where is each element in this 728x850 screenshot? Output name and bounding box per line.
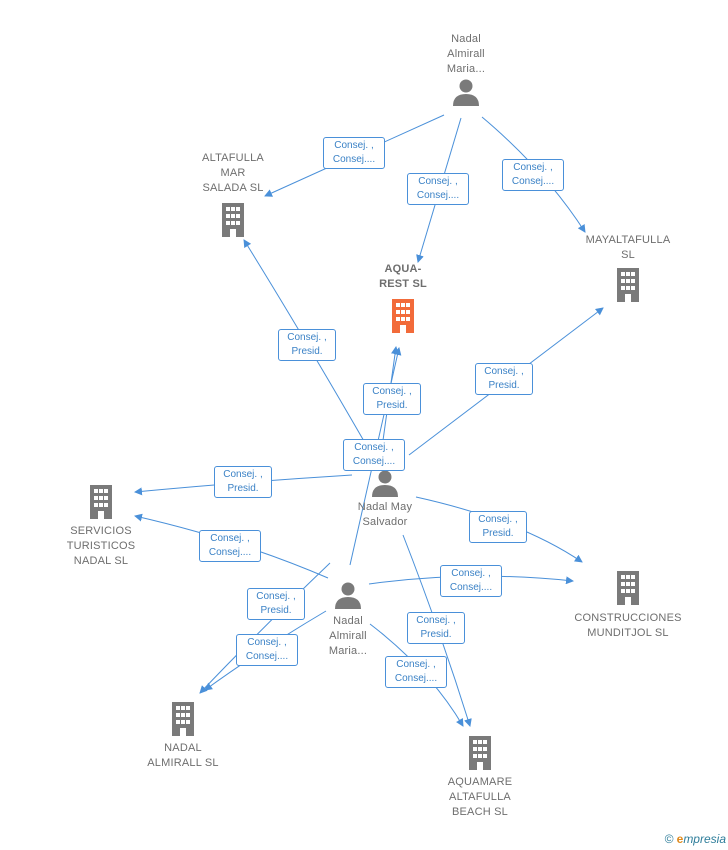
building-icon [617,571,639,605]
relation-label[interactable]: Consej. , Consej.... [323,137,385,169]
building-icon [617,268,639,302]
brand-logo: © empresia [664,832,726,846]
building-icon [90,485,112,519]
node-label: CONSTRUCCIONES MUNDITJOL SL [574,612,682,639]
relation-label[interactable]: Consej. , Presid. [278,329,336,361]
relation-label[interactable]: Consej. , Presid. [469,511,527,543]
building-icon [172,702,194,736]
company-node-construcciones-munditjol[interactable]: CONSTRUCCIONES MUNDITJOL SL [568,570,688,641]
node-label: SERVICIOS TURISTICOS NADAL SL [66,525,136,567]
node-label: AQUAMARE ALTAFULLA BEACH SL [447,776,513,818]
node-label: Nadal May Salvador [357,501,413,528]
person-icon [372,470,398,497]
relation-label[interactable]: Consej. , Consej.... [502,159,564,191]
building-icon [222,203,244,237]
relation-label[interactable]: Consej. , Consej.... [199,530,261,562]
relation-label[interactable]: Consej. , Consej.... [385,656,447,688]
person-node-nadal-almirall-top[interactable]: Nadal Almirall Maria... [428,32,504,107]
relation-label[interactable]: Consej. , Presid. [247,588,305,620]
company-node-mayaltafulla[interactable]: MAYALTAFULLA SL [578,233,678,303]
node-label: Nadal Almirall Maria... [328,615,368,657]
node-label: MAYALTAFULLA SL [585,234,671,261]
person-icon [335,582,361,609]
node-label: NADAL ALMIRALL SL [147,742,219,769]
company-node-servicios-turisticos[interactable]: SERVICIOS TURISTICOS NADAL SL [58,484,144,569]
brand-initial: e [676,832,684,846]
relation-label[interactable]: Consej. , Presid. [214,466,272,498]
company-node-aquamare-altafulla-beach[interactable]: AQUAMARE ALTAFULLA BEACH SL [435,735,525,820]
building-icon [392,299,414,333]
company-node-nadal-almirall-sl[interactable]: NADAL ALMIRALL SL [138,701,228,771]
relation-label[interactable]: Consej. , Presid. [475,363,533,395]
person-node-nadal-almirall-mid[interactable]: Nadal Almirall Maria... [310,580,386,659]
relation-label[interactable]: Consej. , Consej.... [236,634,298,666]
brand-name: mpresia [683,832,726,846]
relation-label[interactable]: Consej. , Consej.... [343,439,405,471]
relation-label[interactable]: Consej. , Presid. [407,612,465,644]
relation-label[interactable]: Consej. , Consej.... [407,173,469,205]
relation-label[interactable]: Consej. , Presid. [363,383,421,415]
company-node-aqua-rest[interactable]: AQUA- REST SL [365,262,441,334]
company-node-altafulla-mar-salada[interactable]: ALTAFULLA MAR SALADA SL [193,151,273,238]
person-node-nadal-may-salvador[interactable]: Nadal May Salvador [345,468,425,530]
node-label: AQUA- REST SL [379,263,427,290]
copyright-icon: © [664,832,674,846]
building-icon [469,736,491,770]
person-icon [453,79,479,106]
node-label: ALTAFULLA MAR SALADA SL [202,152,264,194]
node-label: Nadal Almirall Maria... [446,33,486,75]
relation-label[interactable]: Consej. , Consej.... [440,565,502,597]
edge [199,562,331,694]
